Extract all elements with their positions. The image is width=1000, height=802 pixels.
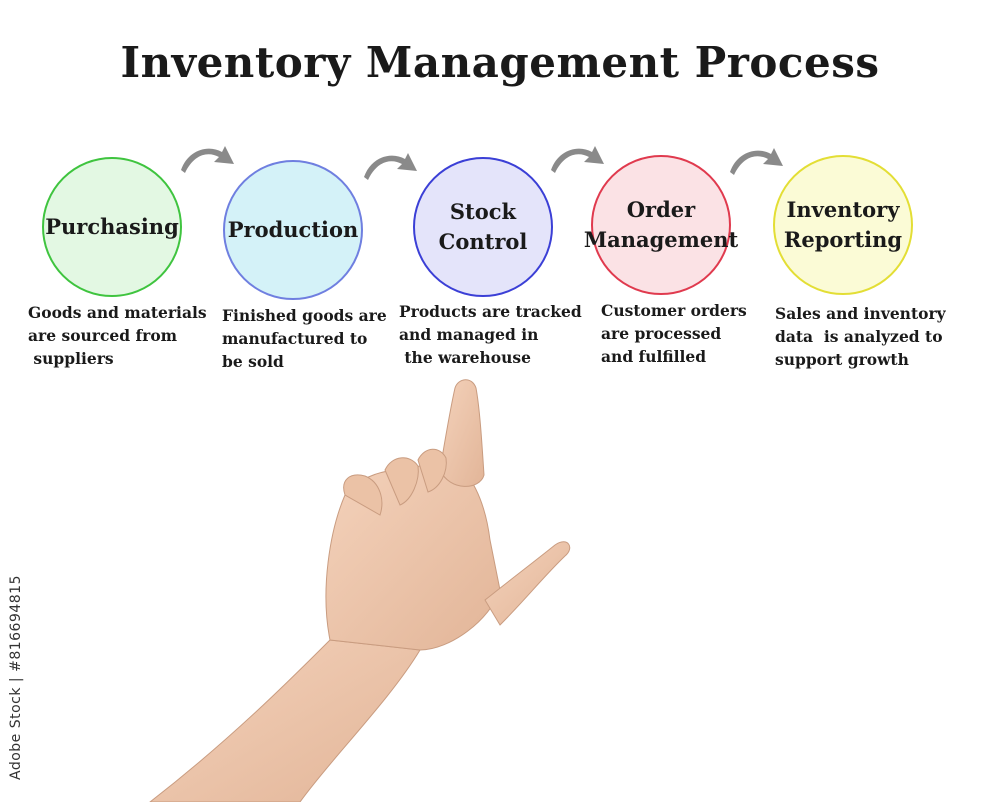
- step-description-order-management: Customer orders are processed and fulfil…: [601, 301, 747, 366]
- step-circle-inventory-reporting: Inventory Reporting: [773, 155, 913, 295]
- curved-arrow-icon: [551, 146, 604, 173]
- step-circle-production: Production: [223, 160, 363, 300]
- curved-arrow-icon: [730, 148, 783, 175]
- step-description-stock-control: Products are tracked and managed in the …: [399, 302, 582, 367]
- step-circle-order-management: Order Management: [584, 155, 738, 295]
- step-description-production: Finished goods are manufactured to be so…: [222, 306, 387, 371]
- step-description-purchasing: Goods and materials are sourced from sup…: [28, 303, 207, 368]
- diagram-title: Inventory Management Process: [120, 38, 880, 87]
- step-circle-stock-control: Stock Control: [413, 157, 553, 297]
- curved-arrow-icon: [181, 146, 234, 173]
- curved-arrow-icon: [364, 153, 417, 180]
- stock-watermark: Adobe Stock | #816694815: [8, 575, 24, 780]
- step-description-inventory-reporting: Sales and inventory data is analyzed to …: [775, 304, 946, 369]
- step-circle-purchasing: Purchasing: [42, 157, 182, 297]
